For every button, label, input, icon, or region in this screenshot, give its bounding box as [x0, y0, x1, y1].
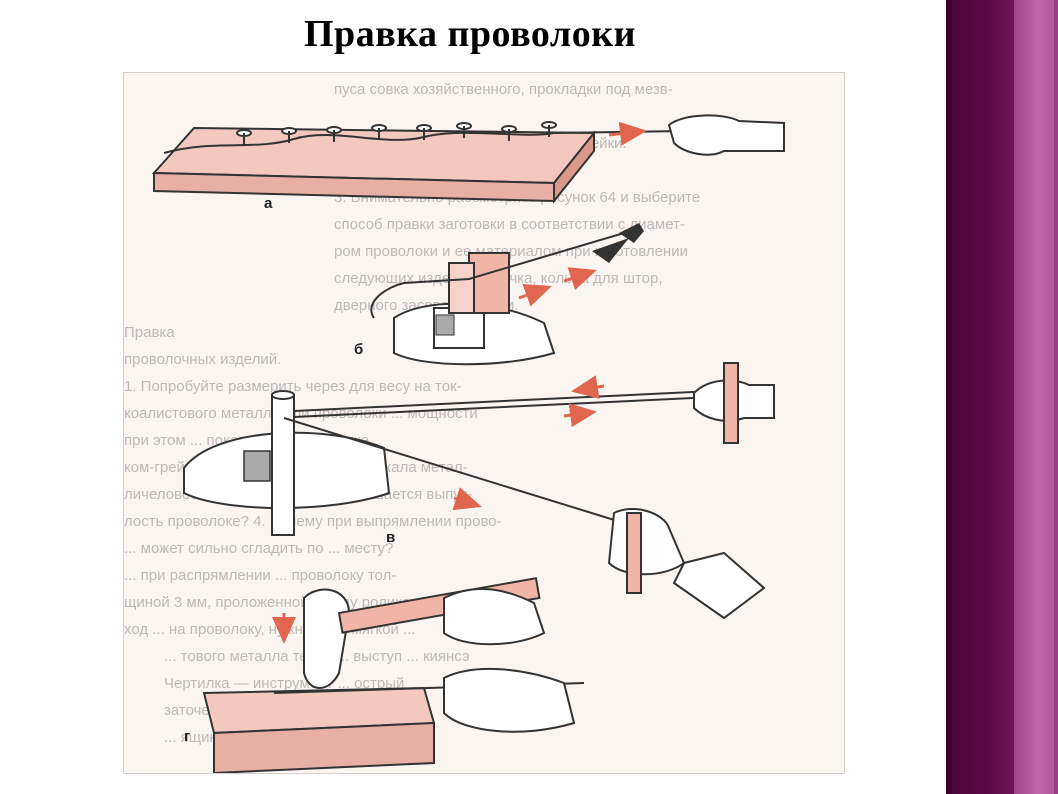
background-text-line: проволочных изделий. [124, 351, 282, 368]
side-band-strip [1014, 0, 1054, 794]
background-text-line: ... при распрямлении ... проволоку тол- [124, 567, 397, 584]
illustration-drawing [151, 114, 785, 773]
decorative-side-band [946, 0, 1058, 794]
background-text-line: 1. Попробуйте размерить через для весу н… [124, 378, 462, 395]
scene-v-rod-bending [183, 362, 775, 620]
figure-label-v: в [386, 529, 396, 546]
slide-title: Правка проволоки [304, 13, 636, 55]
figure-label-g: г [184, 728, 191, 745]
background-text-line: способ правки заготовки в соответствии с… [334, 216, 685, 233]
side-band-edge [946, 0, 952, 794]
scene-a-board-with-nails [151, 114, 785, 204]
background-text-line: пуса совка хозяйственного, прокладки под… [334, 81, 673, 98]
background-text-line: ... может сильно сгладить по ... месту? [124, 540, 394, 557]
figure-label-a: а [264, 195, 273, 212]
wire-straightening-illustration: пуса совка хозяйственного, прокладки под… [123, 72, 845, 774]
background-text-line: Чертилка — инструмент ... острый [164, 675, 405, 692]
figure-label-b: б [354, 341, 364, 358]
background-text-line: коалистового металла или проволоки ... м… [124, 405, 478, 422]
background-text-line: Правка [124, 324, 175, 341]
scene-g-hammer [202, 577, 585, 773]
background-text-line: лость проволоке? 4. Почему при выпрямлен… [124, 513, 502, 530]
scene-b-vise [370, 223, 644, 366]
